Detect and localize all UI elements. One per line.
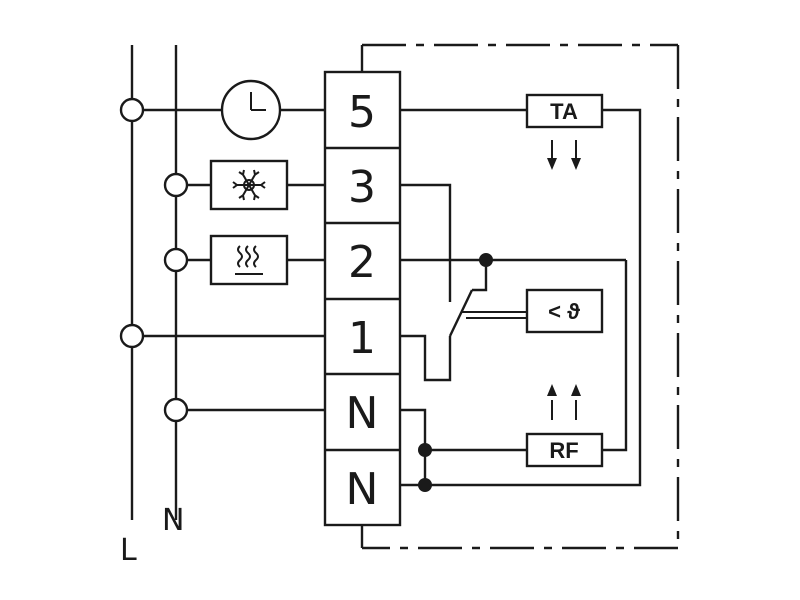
neutral-connection-ring: [163, 172, 189, 198]
live-connection-ring: [119, 97, 145, 123]
clock-icon: [220, 79, 282, 141]
ta-label: TA: [550, 99, 578, 124]
neutral-connection-ring: [163, 397, 189, 423]
live-rail-label: L: [120, 533, 137, 568]
external-wiring: [132, 108, 325, 412]
arrow-up-icon: [547, 384, 581, 420]
housing-outline: [360, 43, 680, 550]
rf-module: RF: [525, 432, 604, 468]
rf-label: RF: [549, 438, 578, 463]
ta-module: TA: [525, 93, 604, 129]
terminal-n-label: N: [346, 388, 379, 439]
internal-wiring: [400, 108, 642, 487]
temperature-sensor: < ϑ: [525, 288, 604, 334]
neutral-rail-label: N: [162, 503, 184, 538]
arrow-down-icon: [547, 140, 581, 170]
junction-dot: [418, 443, 432, 457]
neutral-connection-ring: [163, 247, 189, 273]
heating-waves-icon: [235, 245, 263, 275]
live-connection-ring: [119, 323, 145, 349]
sensor-label: < ϑ: [548, 299, 580, 324]
terminal-5-label: 5: [348, 87, 376, 138]
heating-device: [209, 234, 289, 286]
snowflake-icon: [232, 169, 266, 201]
terminal-n-label: N: [346, 464, 379, 515]
junction-dot: [418, 478, 432, 492]
terminal-2-label: 2: [348, 237, 376, 288]
terminal-1-label: 1: [348, 313, 376, 364]
terminal-3-label: 3: [348, 162, 376, 213]
cooling-device: [209, 159, 289, 211]
terminal-block: 5 3 2 1 N N: [323, 70, 402, 527]
junction-dot: [479, 253, 493, 267]
